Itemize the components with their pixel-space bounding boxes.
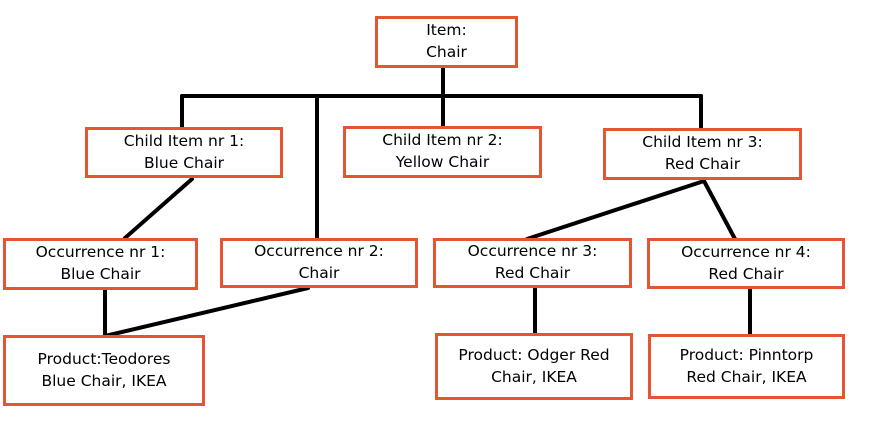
node-item-line2: Chair bbox=[426, 43, 467, 61]
node-item: Item: Chair bbox=[375, 16, 518, 68]
node-occurrence-4-line1: Occurrence nr 4: bbox=[681, 242, 811, 261]
node-item-line1: Item: bbox=[426, 21, 467, 40]
node-child-item-1-line2: Blue Chair bbox=[143, 153, 225, 172]
node-occurrence-1-line2: Blue Chair bbox=[60, 265, 141, 283]
edge-child1-occ1 bbox=[123, 177, 194, 240]
node-occurrence-2-line1: Occurrence nr 2: bbox=[254, 242, 384, 261]
node-occurrence-1: Occurrence nr 1: Blue Chair bbox=[3, 238, 198, 290]
edge-child3-occ4 bbox=[702, 179, 737, 241]
node-child-item-3-line2: Red Chair bbox=[664, 155, 741, 173]
node-product-odger-line1: Product: Odger Red bbox=[458, 345, 610, 364]
node-product-pinntorp-line2: Red Chair, IKEA bbox=[686, 367, 807, 386]
node-occurrence-2: Occurrence nr 2: Chair bbox=[220, 238, 418, 288]
node-occurrence-1-line1: Occurrence nr 1: bbox=[35, 243, 166, 262]
node-child-item-1-line1: Child Item nr 1: bbox=[123, 131, 245, 150]
node-product-pinntorp: Product: Pinntorp Red Chair, IKEA bbox=[648, 334, 845, 399]
edge-occ2-prod1 bbox=[103, 286, 310, 338]
node-product-odger: Product: Odger Red Chair, IKEA bbox=[435, 333, 633, 400]
node-occurrence-3-line1: Occurrence nr 3: bbox=[467, 242, 598, 261]
node-product-odger-line2: Chair, IKEA bbox=[491, 367, 577, 386]
node-occurrence-4-line2: Red Chair bbox=[708, 264, 784, 283]
edge-child3-occ3 bbox=[525, 179, 706, 241]
node-product-teodores-line2: Blue Chair, IKEA bbox=[41, 371, 167, 390]
node-product-pinntorp-line1: Product: Pinntorp bbox=[679, 345, 814, 364]
node-child-item-3-line1: Child Item nr 3: bbox=[642, 133, 763, 152]
node-child-item-2-line1: Child Item nr 2: bbox=[382, 131, 503, 150]
node-product-teodores-line1: Product:Teodores bbox=[37, 349, 171, 368]
node-occurrence-2-line2: Chair bbox=[298, 264, 340, 282]
node-occurrence-4: Occurrence nr 4: Red Chair bbox=[647, 238, 845, 289]
node-child-item-1: Child Item nr 1: Blue Chair bbox=[85, 127, 283, 178]
node-child-item-3: Child Item nr 3: Red Chair bbox=[603, 128, 802, 180]
node-occurrence-3-line2: Red Chair bbox=[494, 264, 571, 282]
node-occurrence-3: Occurrence nr 3: Red Chair bbox=[433, 238, 632, 288]
node-product-teodores: Product:Teodores Blue Chair, IKEA bbox=[3, 335, 205, 406]
node-child-item-2: Child Item nr 2: Yellow Chair bbox=[343, 126, 542, 178]
node-child-item-2-line2: Yellow Chair bbox=[395, 153, 490, 171]
